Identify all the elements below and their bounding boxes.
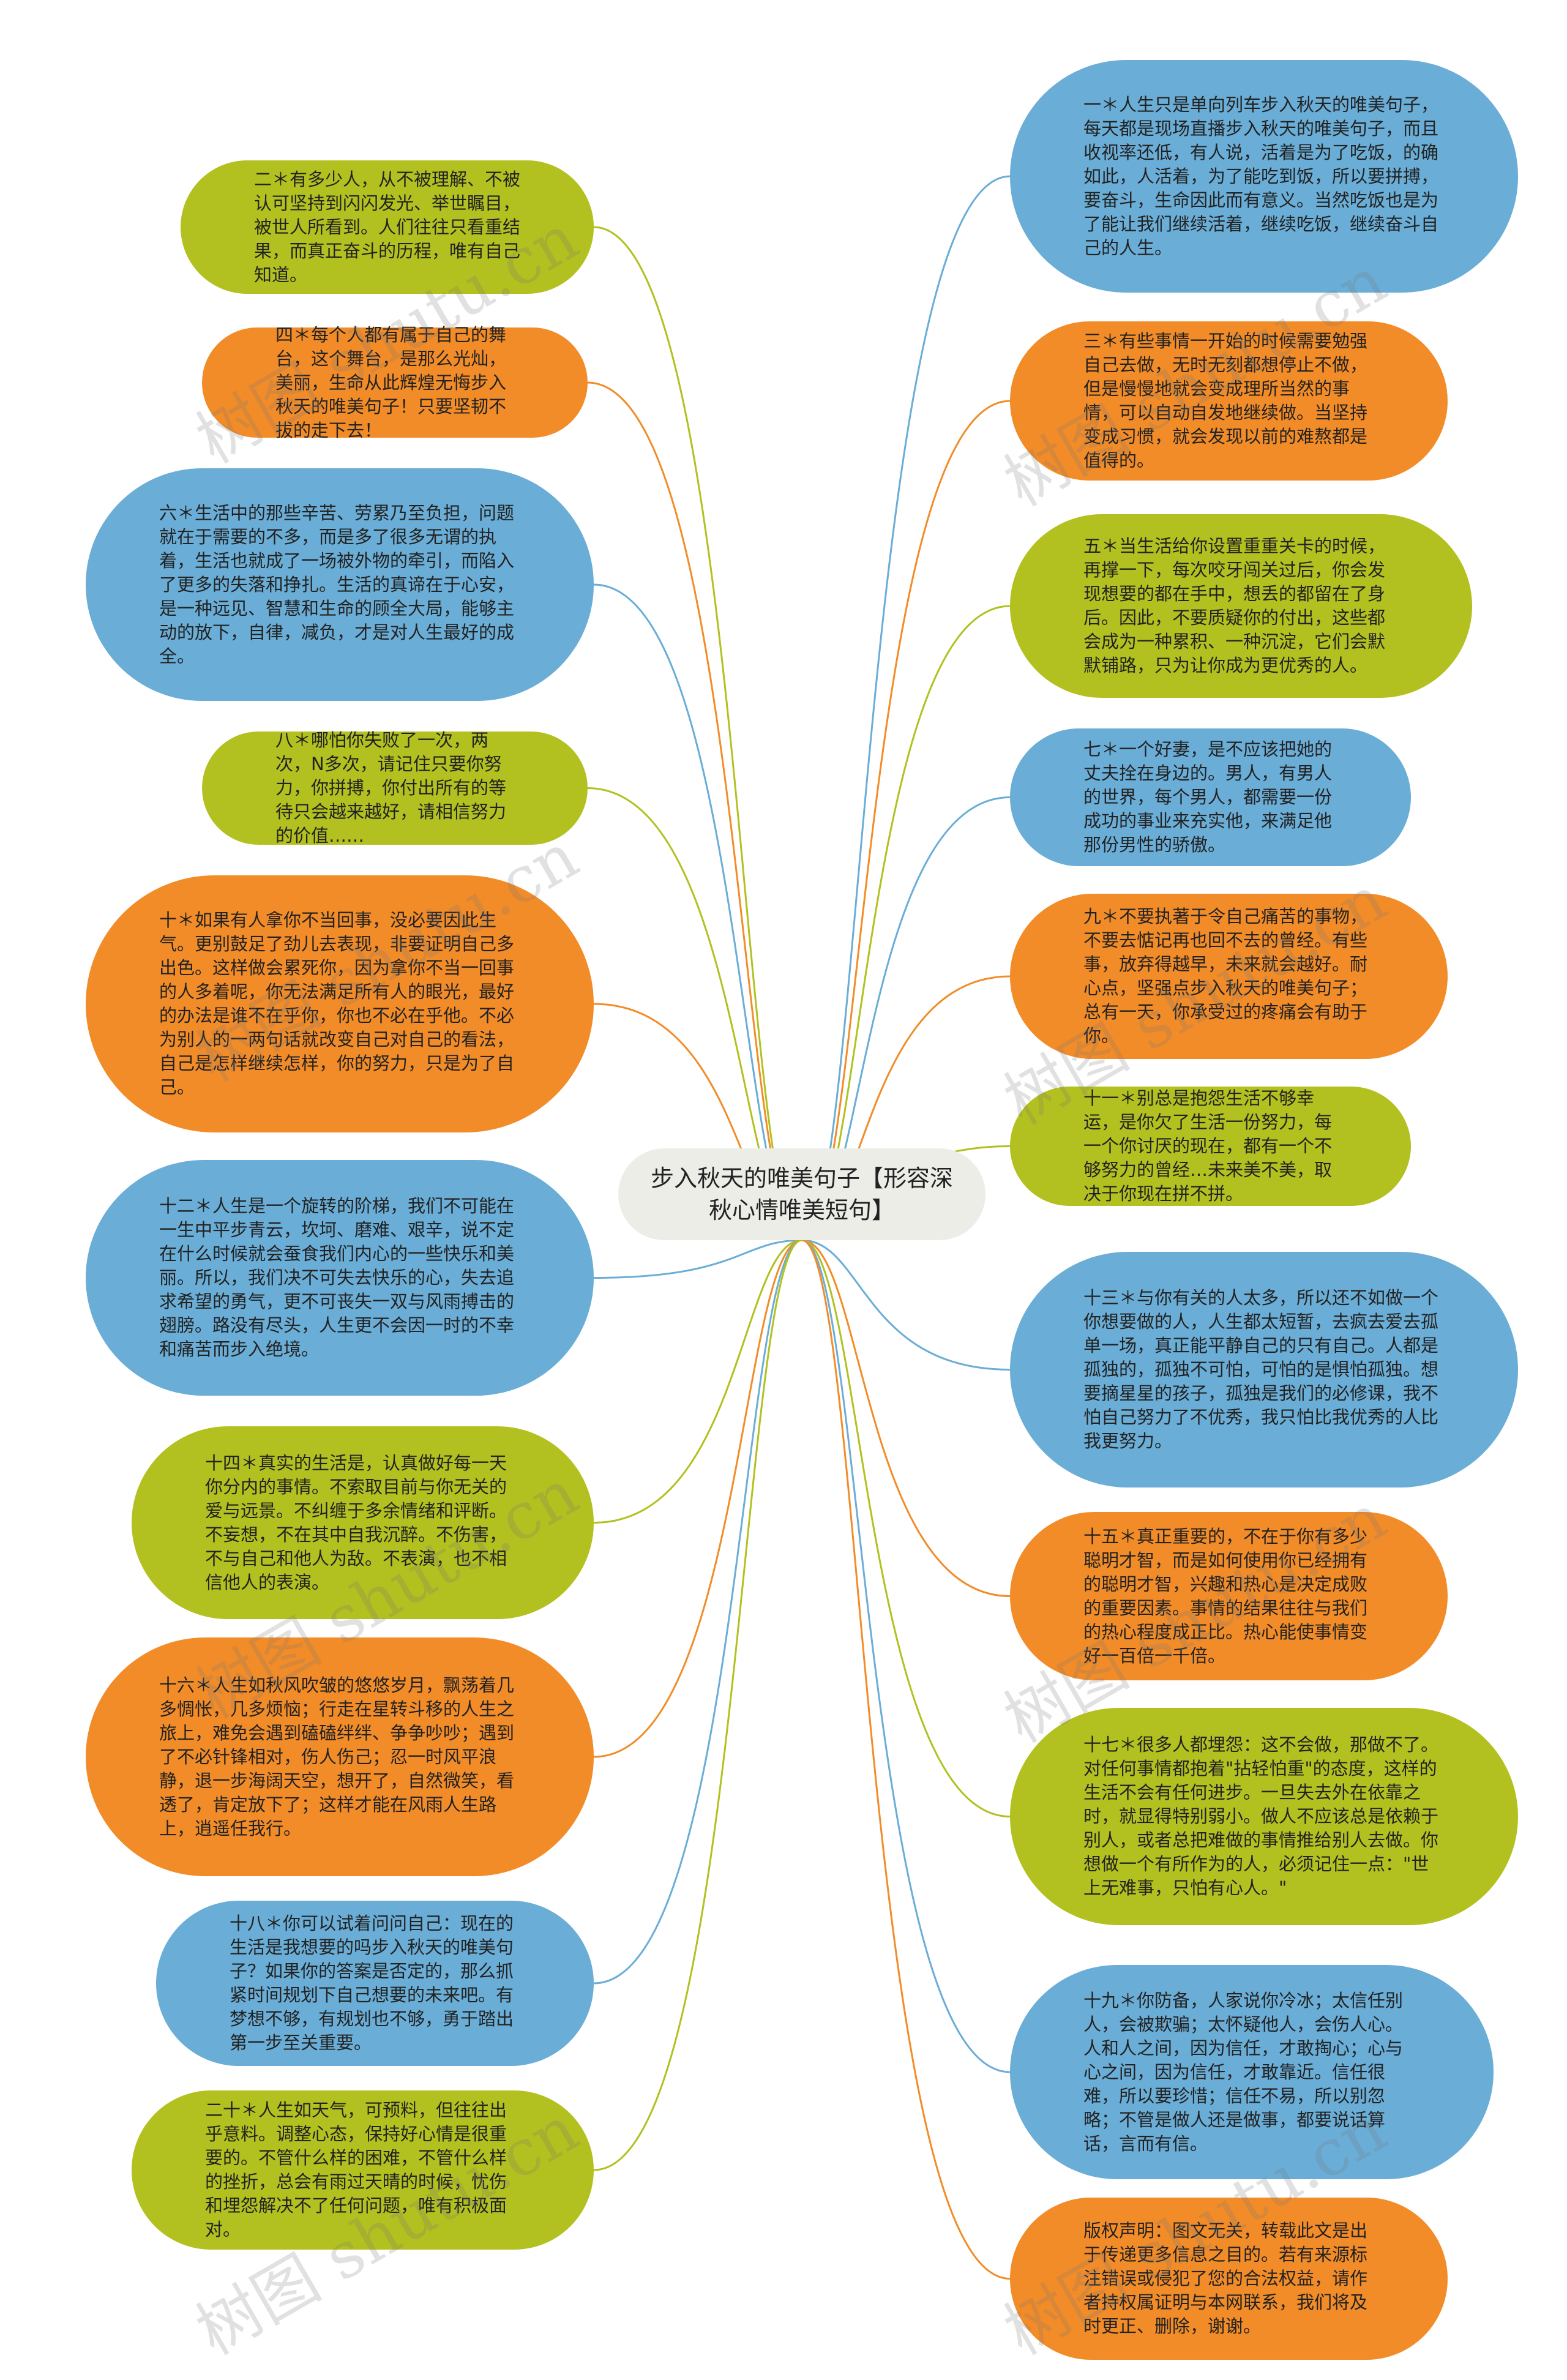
topic-node-left-10[interactable]: 二十＊人生如天气，可预料，但往往出乎意料。调整心态，保持好心情是很重要的。不管什… xyxy=(132,2090,594,2250)
topic-node-text: 三＊有些事情一开始的时候需要勉强自己去做，无时无刻都想停止不做，但是慢慢地就会变… xyxy=(1083,331,1368,471)
connector-line xyxy=(593,583,802,1241)
topic-node-text: 十九＊你防备，人家说你冷冰；太信任别人，会被欺骗；太怀疑他人，会伤人心。人和人之… xyxy=(1083,1989,1404,2154)
topic-node-right-3[interactable]: 五＊当生活给你设置重重关卡的时候，再撑一下，每次咬牙闯关过后，你会发现想要的都在… xyxy=(1010,514,1472,698)
topic-node-text: 十五＊真正重要的，不在于你有多少聪明才智，而是如何使用你已经拥有的聪明才智，兴趣… xyxy=(1083,1525,1368,1666)
topic-node-right-11[interactable]: 版权声明：图文无关，转载此文是出于传递更多信息之目的。若有来源标注错误或侵犯了您… xyxy=(1010,2198,1448,2360)
central-topic-label: 步入秋天的唯美句子【形容深秋心情唯美短句】 xyxy=(650,1165,953,1224)
connector-line xyxy=(593,1239,802,2171)
connector-line xyxy=(801,1239,1011,2280)
topic-node-text: 二十＊人生如天气，可预料，但往往出乎意料。调整心态，保持好心情是很重要的。不管什… xyxy=(205,2100,507,2240)
topic-node-right-4[interactable]: 七＊一个好妻，是不应该把她的丈夫拴在身边的。男人，有男人的世界，每个男人，都需要… xyxy=(1010,728,1411,866)
topic-node-text: 四＊每个人都有属于自己的舞台，这个舞台，是那么光灿，美丽，生命从此辉煌无悔步入秋… xyxy=(275,324,507,441)
topic-node-text: 十七＊很多人都埋怨：这不会做，那做不了。对任何事情都抱着"拈轻怕重"的态度，这样… xyxy=(1083,1734,1439,1898)
topic-node-text: 十一＊别总是抱怨生活不够幸运，是你欠了生活一份努力，每一个你讨厌的现在，都有一个… xyxy=(1083,1088,1333,1204)
connector-line xyxy=(801,1239,1011,2073)
connector-line xyxy=(801,605,1011,1241)
topic-node-right-7[interactable]: 十三＊与你有关的人太多，所以还不如做一个你想要做的人，人生都太短暂，去疯去爱去孤… xyxy=(1010,1252,1518,1488)
connector-line xyxy=(801,400,1011,1241)
topic-node-left-9[interactable]: 十八＊你可以试着问问自己：现在的生活是我想要的吗步入秋天的唯美句子？如果你的答案… xyxy=(156,1901,594,2066)
topic-node-text: 八＊哪怕你失败了一次，两次，N多次，请记住只要你努力，你拼搏，你付出所有的等待只… xyxy=(275,730,507,846)
topic-node-text: 五＊当生活给你设置重重关卡的时候，再撑一下，每次咬牙闯关过后，你会发现想要的都在… xyxy=(1083,536,1386,676)
topic-node-text: 十＊如果有人拿你不当回事，没必要因此生气。更别鼓足了劲儿去表现，非要证明自己多出… xyxy=(159,910,515,1098)
connector-line xyxy=(801,175,1011,1241)
topic-node-left-2[interactable]: 四＊每个人都有属于自己的舞台，这个舞台，是那么光灿，美丽，生命从此辉煌无悔步入秋… xyxy=(202,324,588,441)
topic-node-left-5[interactable]: 十＊如果有人拿你不当回事，没必要因此生气。更别鼓足了劲儿去表现，非要证明自己多出… xyxy=(86,875,594,1132)
topic-node-text: 六＊生活中的那些辛苦、劳累乃至负担，问题就在于需要的不多，而是多了很多无谓的执着… xyxy=(159,502,515,667)
connector-line xyxy=(801,1239,1011,1817)
topic-node-left-4[interactable]: 八＊哪怕你失败了一次，两次，N多次，请记住只要你努力，你拼搏，你付出所有的等待只… xyxy=(202,730,588,846)
topic-node-text: 九＊不要执著于令自己痛苦的事物，不要去惦记再也回不去的曾经。有些事，放弃得越早，… xyxy=(1083,906,1368,1046)
topic-node-text: 十八＊你可以试着问问自己：现在的生活是我想要的吗步入秋天的唯美句子？如果你的答案… xyxy=(230,1913,514,2053)
topic-node-left-1[interactable]: 二＊有多少人，从不被理解、不被认可坚持到闪闪发光、举世瞩目，被世人所看到。人们往… xyxy=(181,160,594,294)
connector-line xyxy=(593,226,802,1241)
topic-node-text: 二＊有多少人，从不被理解、不被认可坚持到闪闪发光、举世瞩目，被世人所看到。人们往… xyxy=(254,168,521,285)
topic-node-text: 十四＊真实的生活是，认真做好每一天你分内的事情。不索取目前与你无关的爱与远景。不… xyxy=(205,1452,507,1593)
topic-node-text: 一＊人生只是单向列车步入秋天的唯美句子，每天都是现场直播步入秋天的唯美句子，而且… xyxy=(1083,94,1439,258)
connector-line xyxy=(593,1239,802,1524)
topic-node-text: 七＊一个好妻，是不应该把她的丈夫拴在身边的。男人，有男人的世界，每个男人，都需要… xyxy=(1083,739,1333,855)
topic-node-left-8[interactable]: 十六＊人生如秋风吹皱的悠悠岁月，飘荡着几多惆怅，几多烦恼；行走在星转斗移的人生之… xyxy=(86,1637,594,1876)
connector-line xyxy=(801,1239,1011,1597)
topic-node-text: 十二＊人生是一个旋转的阶梯，我们不可能在一生中平步青云，坎坷、磨难、艰辛，说不定… xyxy=(159,1196,515,1360)
connector-line xyxy=(593,1239,802,1758)
topic-node-right-9[interactable]: 十七＊很多人都埋怨：这不会做，那做不了。对任何事情都抱着"拈轻怕重"的态度，这样… xyxy=(1010,1708,1518,1925)
topic-node-text: 版权声明：图文无关，转载此文是出于传递更多信息之目的。若有来源标注错误或侵犯了您… xyxy=(1083,2220,1368,2337)
topic-node-left-7[interactable]: 十四＊真实的生活是，认真做好每一天你分内的事情。不索取目前与你无关的爱与远景。不… xyxy=(132,1426,594,1619)
topic-node-right-2[interactable]: 三＊有些事情一开始的时候需要勉强自己去做，无时无刻都想停止不做，但是慢慢地就会变… xyxy=(1010,321,1448,481)
connector-line xyxy=(587,381,802,1241)
topic-node-right-6[interactable]: 十一＊别总是抱怨生活不够幸运，是你欠了生活一份努力，每一个你讨厌的现在，都有一个… xyxy=(1010,1087,1411,1206)
topic-node-right-5[interactable]: 九＊不要执著于令自己痛苦的事物，不要去惦记再也回不去的曾经。有些事，放弃得越早，… xyxy=(1010,894,1448,1059)
topic-node-right-8[interactable]: 十五＊真正重要的，不在于你有多少聪明才智，而是如何使用你已经拥有的聪明才智，兴趣… xyxy=(1010,1512,1448,1680)
connector-line xyxy=(801,1239,1011,1371)
connector-line xyxy=(593,1239,802,1279)
connector-line xyxy=(593,1239,802,1985)
topic-node-left-3[interactable]: 六＊生活中的那些辛苦、劳累乃至负担，问题就在于需要的不多，而是多了很多无谓的执着… xyxy=(86,468,594,701)
topic-node-text: 十六＊人生如秋风吹皱的悠悠岁月，飘荡着几多惆怅，几多烦恼；行走在星转斗移的人生之… xyxy=(159,1674,515,1839)
topic-node-right-1[interactable]: 一＊人生只是单向列车步入秋天的唯美句子，每天都是现场直播步入秋天的唯美句子，而且… xyxy=(1010,60,1518,293)
topic-node-right-10[interactable]: 十九＊你防备，人家说你冷冰；太信任别人，会被欺骗；太怀疑他人，会伤人心。人和人之… xyxy=(1010,1965,1494,2179)
topic-node-text: 十三＊与你有关的人太多，所以还不如做一个你想要做的人，人生都太短暂，去疯去爱去孤… xyxy=(1083,1287,1439,1451)
central-topic[interactable]: 步入秋天的唯美句子【形容深秋心情唯美短句】 xyxy=(618,1148,985,1240)
topic-node-left-6[interactable]: 十二＊人生是一个旋转的阶梯，我们不可能在一生中平步青云，坎坷、磨难、艰辛，说不定… xyxy=(86,1160,594,1396)
